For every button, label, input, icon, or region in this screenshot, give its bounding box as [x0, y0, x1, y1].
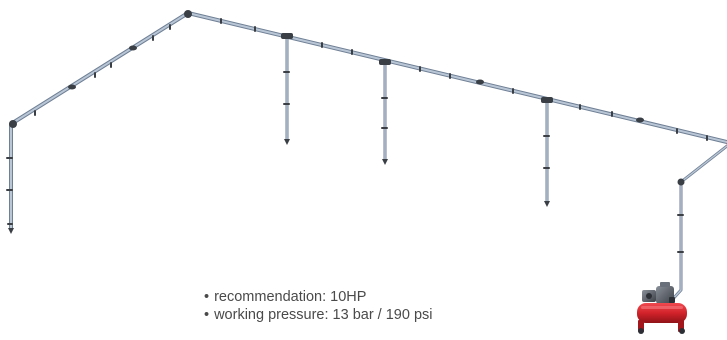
tee-fitting — [379, 59, 391, 65]
elbow-fitting — [184, 10, 192, 18]
spec-recommendation: recommendation: 10HP — [204, 288, 433, 306]
pipe-fittings — [9, 10, 685, 186]
elbow-fitting — [677, 178, 685, 186]
spec-working-pressure: working pressure: 13 bar / 190 psi — [204, 306, 432, 324]
air-compressor-icon — [637, 282, 687, 334]
tee-fitting — [281, 33, 293, 39]
pipe-clamps — [6, 18, 708, 253]
drop-legs — [285, 34, 549, 204]
coupling-fitting — [636, 117, 644, 123]
main-pipe-line — [9, 11, 727, 230]
coupling-fitting — [476, 79, 484, 85]
drop-outlets — [8, 139, 550, 234]
outlet-valve-icon — [544, 201, 550, 207]
compressor-feed-pipe — [670, 144, 727, 302]
elbow-fitting — [9, 120, 17, 128]
compressor-spec-list: recommendation: 10HP working pressure: 1… — [204, 288, 433, 324]
outlet-valve-icon — [382, 159, 388, 165]
outlet-valve-icon — [8, 228, 14, 234]
coupling-fitting — [68, 84, 76, 90]
tee-fitting — [541, 97, 553, 103]
coupling-fitting — [129, 45, 137, 51]
outlet-valve-icon — [284, 139, 290, 145]
